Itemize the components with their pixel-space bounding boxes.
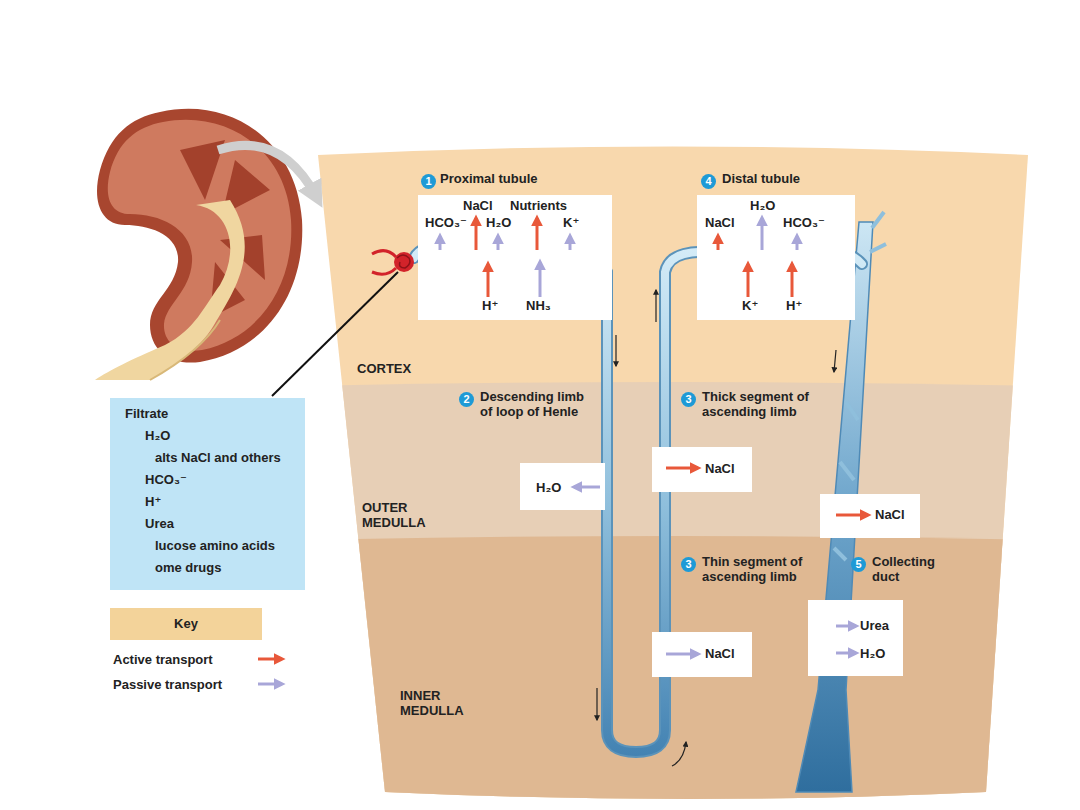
ion-label: NaCl [463, 198, 493, 213]
leader-line [272, 272, 398, 396]
ion-label: NaCl [875, 507, 905, 522]
ion-label: Urea [145, 516, 174, 531]
kidney-illustration [218, 145, 316, 196]
segment-heading: Descending limb of loop of Henle [480, 389, 598, 419]
passive-transport-arrow [574, 486, 600, 489]
segment-heading: Thin segment of ascending limb [702, 554, 814, 584]
ion-label: H₂O [860, 646, 885, 661]
callout-number: 1 [421, 174, 436, 189]
nephron-tubule [414, 249, 862, 752]
nephron-tubule [414, 249, 862, 752]
flow-direction-arrow [597, 290, 836, 766]
transport-box: Distal tubuleH₂ONaClHCO₃⁻K⁺H⁺ [697, 195, 855, 320]
flow-direction-arrow [834, 350, 836, 372]
ion-label: H₂O [145, 428, 170, 443]
passive-transport-arrow [761, 218, 764, 250]
ion-label: H⁺ [145, 494, 161, 509]
kidney-illustration [95, 109, 316, 380]
ion-label: H⁺ [482, 298, 498, 313]
active-transport-arrow [791, 264, 794, 297]
ion-label: Urea [860, 618, 889, 633]
key-box: Key [110, 608, 262, 640]
transport-box: NaCl [652, 447, 752, 492]
kidney-illustration [150, 320, 220, 380]
ion-label: Key [174, 616, 198, 631]
ion-label: lucose amino acids [155, 538, 275, 553]
passive-transport-arrow [796, 236, 799, 250]
passive-transport-arrow [836, 652, 856, 655]
glomerulus [397, 255, 410, 268]
passive-transport-arrow [836, 625, 856, 628]
flow-direction-arrow [615, 335, 616, 366]
ion-label: NaCl [705, 215, 735, 230]
active-transport-arrow [258, 218, 868, 659]
glomerulus [372, 251, 396, 275]
transport-box: NaCl [820, 494, 920, 538]
ion-label: HCO₃⁻ [425, 215, 467, 230]
kidney-illustration [95, 200, 245, 380]
callout-number: 2 [459, 392, 474, 407]
ion-label: HCO₃⁻ [145, 472, 187, 487]
active-transport-arrow [666, 467, 698, 470]
callout-number: 5 [851, 557, 866, 572]
passive-transport-arrow [539, 262, 542, 297]
passive-transport-arrow [497, 236, 500, 250]
passive-transport-arrow [666, 653, 698, 656]
legend-text: Active transport [113, 652, 213, 667]
callout-number: 3 [681, 557, 696, 572]
active-transport-arrow [536, 218, 539, 250]
segment-heading: Thick segment of ascending limb [702, 389, 814, 419]
ion-label: K⁺ [742, 298, 758, 313]
legend-text: Passive transport [113, 677, 222, 692]
box-heading: Proximal tubule [440, 171, 538, 186]
glomerulus [394, 252, 414, 272]
glomerulus [372, 251, 414, 275]
flow-direction-arrow [596, 688, 597, 720]
ion-label: NH₃ [526, 298, 551, 313]
transport-box: H₂O [520, 463, 605, 510]
ion-label: H₂O [750, 198, 775, 213]
ion-label: alts NaCl and others [155, 450, 281, 465]
box-heading: Filtrate [125, 406, 168, 421]
active-transport-arrow [475, 218, 478, 250]
ion-label: H₂O [486, 215, 511, 230]
ion-label: H₂O [536, 480, 561, 495]
active-transport-arrow [836, 514, 868, 517]
box-heading: Distal tubule [722, 171, 800, 186]
active-transport-arrow [487, 264, 490, 297]
flow-direction-arrow [655, 290, 656, 322]
passive-transport-arrow [258, 218, 856, 684]
ion-label: Nutrients [510, 198, 567, 213]
ion-label: HCO₃⁻ [783, 215, 825, 230]
transport-box: NaCl [652, 632, 752, 677]
region-label: INNER MEDULLA [400, 688, 480, 718]
flow-direction-arrow [672, 742, 686, 766]
tissue-region [300, 130, 1060, 810]
ion-label: ome drugs [155, 560, 221, 575]
active-transport-arrow [747, 264, 750, 297]
region-label: OUTER MEDULLA [362, 500, 442, 530]
passive-transport-arrow [439, 236, 442, 250]
passive-transport-arrow [569, 236, 572, 250]
transport-box: Proximal tubuleHCO₃⁻NaClNutrientsH₂OK⁺H⁺… [418, 195, 612, 320]
callout-number: 4 [701, 174, 716, 189]
active-transport-arrow [717, 236, 720, 250]
tissue-region [300, 130, 1060, 810]
transport-box: UreaH₂O [808, 600, 903, 676]
tissue-region [300, 130, 1060, 810]
region-label: CORTEX [357, 361, 447, 376]
callout-number: 3 [681, 392, 696, 407]
segment-heading: Collecting duct [872, 554, 954, 584]
filtrate-box: FiltrateH₂O alts NaCl and othersHCO₃⁻ H⁺ Ur… [110, 398, 305, 590]
ion-label: NaCl [705, 461, 735, 476]
passive-transport-arrow [258, 683, 282, 686]
ion-label: K⁺ [563, 215, 579, 230]
ion-label: NaCl [705, 646, 735, 661]
leader-line [272, 272, 398, 396]
active-transport-arrow [258, 658, 282, 661]
nephron-tubule [414, 249, 862, 752]
ion-label: H⁺ [786, 298, 802, 313]
